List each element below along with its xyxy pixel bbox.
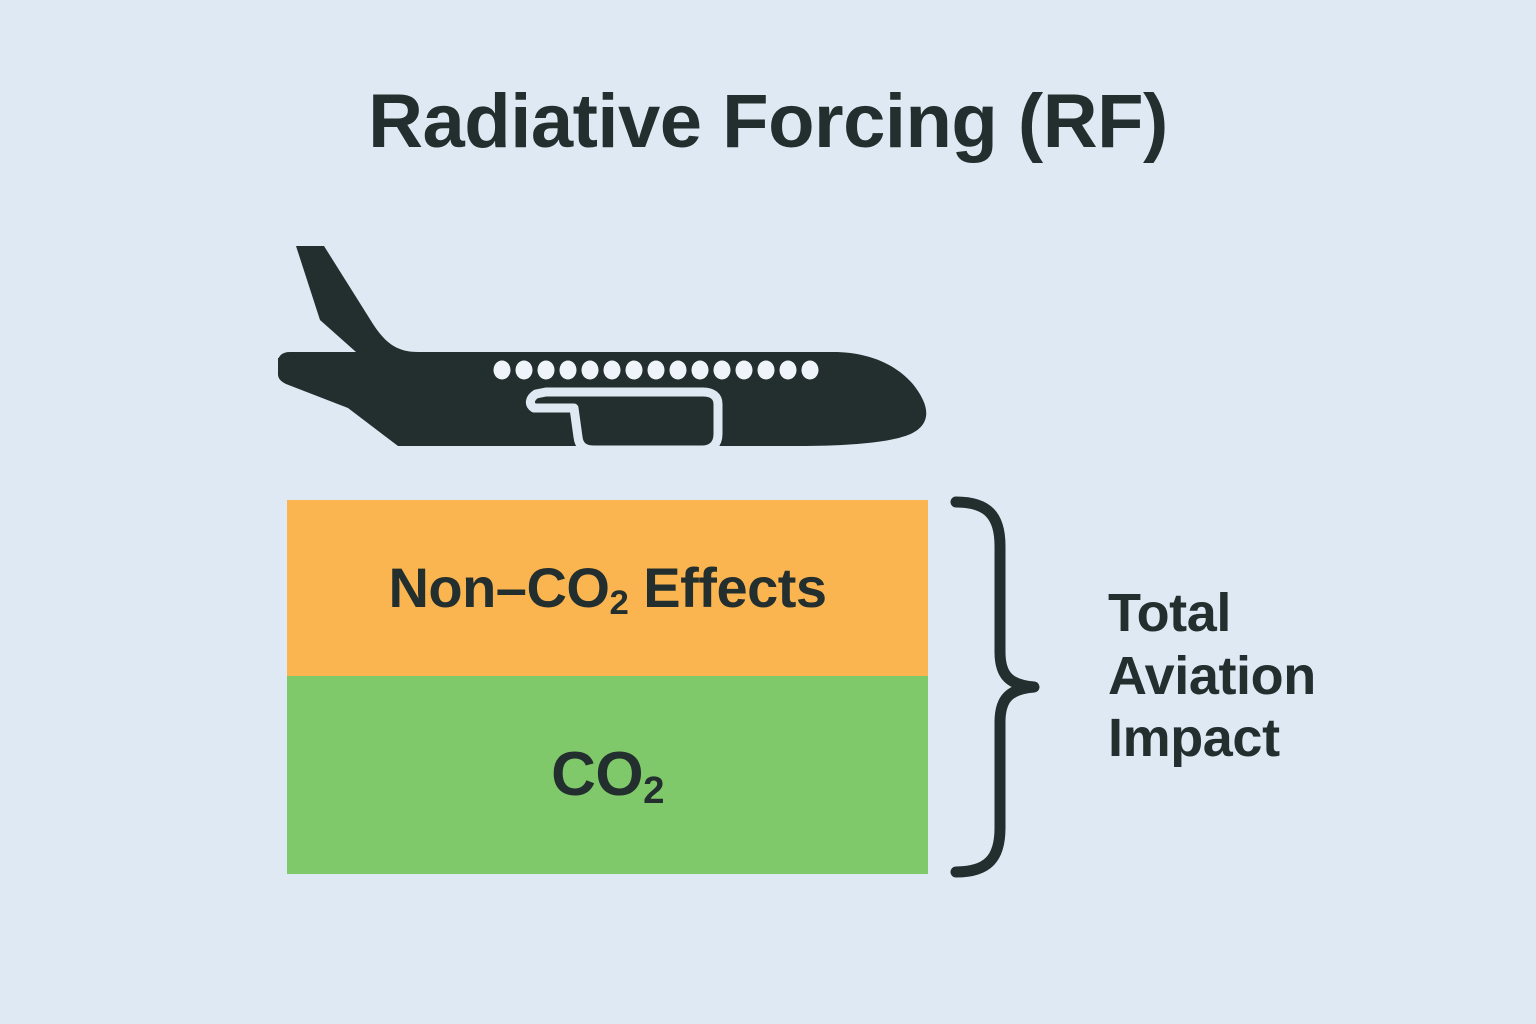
page-title: Radiative Forcing (RF) — [368, 79, 1168, 164]
stacked-bar-chart: Non–CO2 Effects CO2 — [287, 500, 928, 874]
bar-segment-label-co2: CO2 — [551, 740, 664, 812]
bar-segment-label-non-co2: Non–CO2 Effects — [388, 556, 827, 622]
bar-segment-co2: CO2 — [287, 676, 928, 874]
bar-segment-non-co2: Non–CO2 Effects — [287, 500, 928, 676]
total-aviation-impact-label: Total Aviation Impact — [1108, 582, 1408, 770]
caption-line-2: Aviation — [1108, 645, 1316, 706]
caption-line-1: Total — [1108, 583, 1231, 643]
caption-line-3: Impact — [1108, 708, 1280, 769]
curly-brace-icon — [948, 494, 1044, 880]
window-row — [493, 360, 819, 380]
airplane-silhouette-icon — [278, 232, 938, 472]
